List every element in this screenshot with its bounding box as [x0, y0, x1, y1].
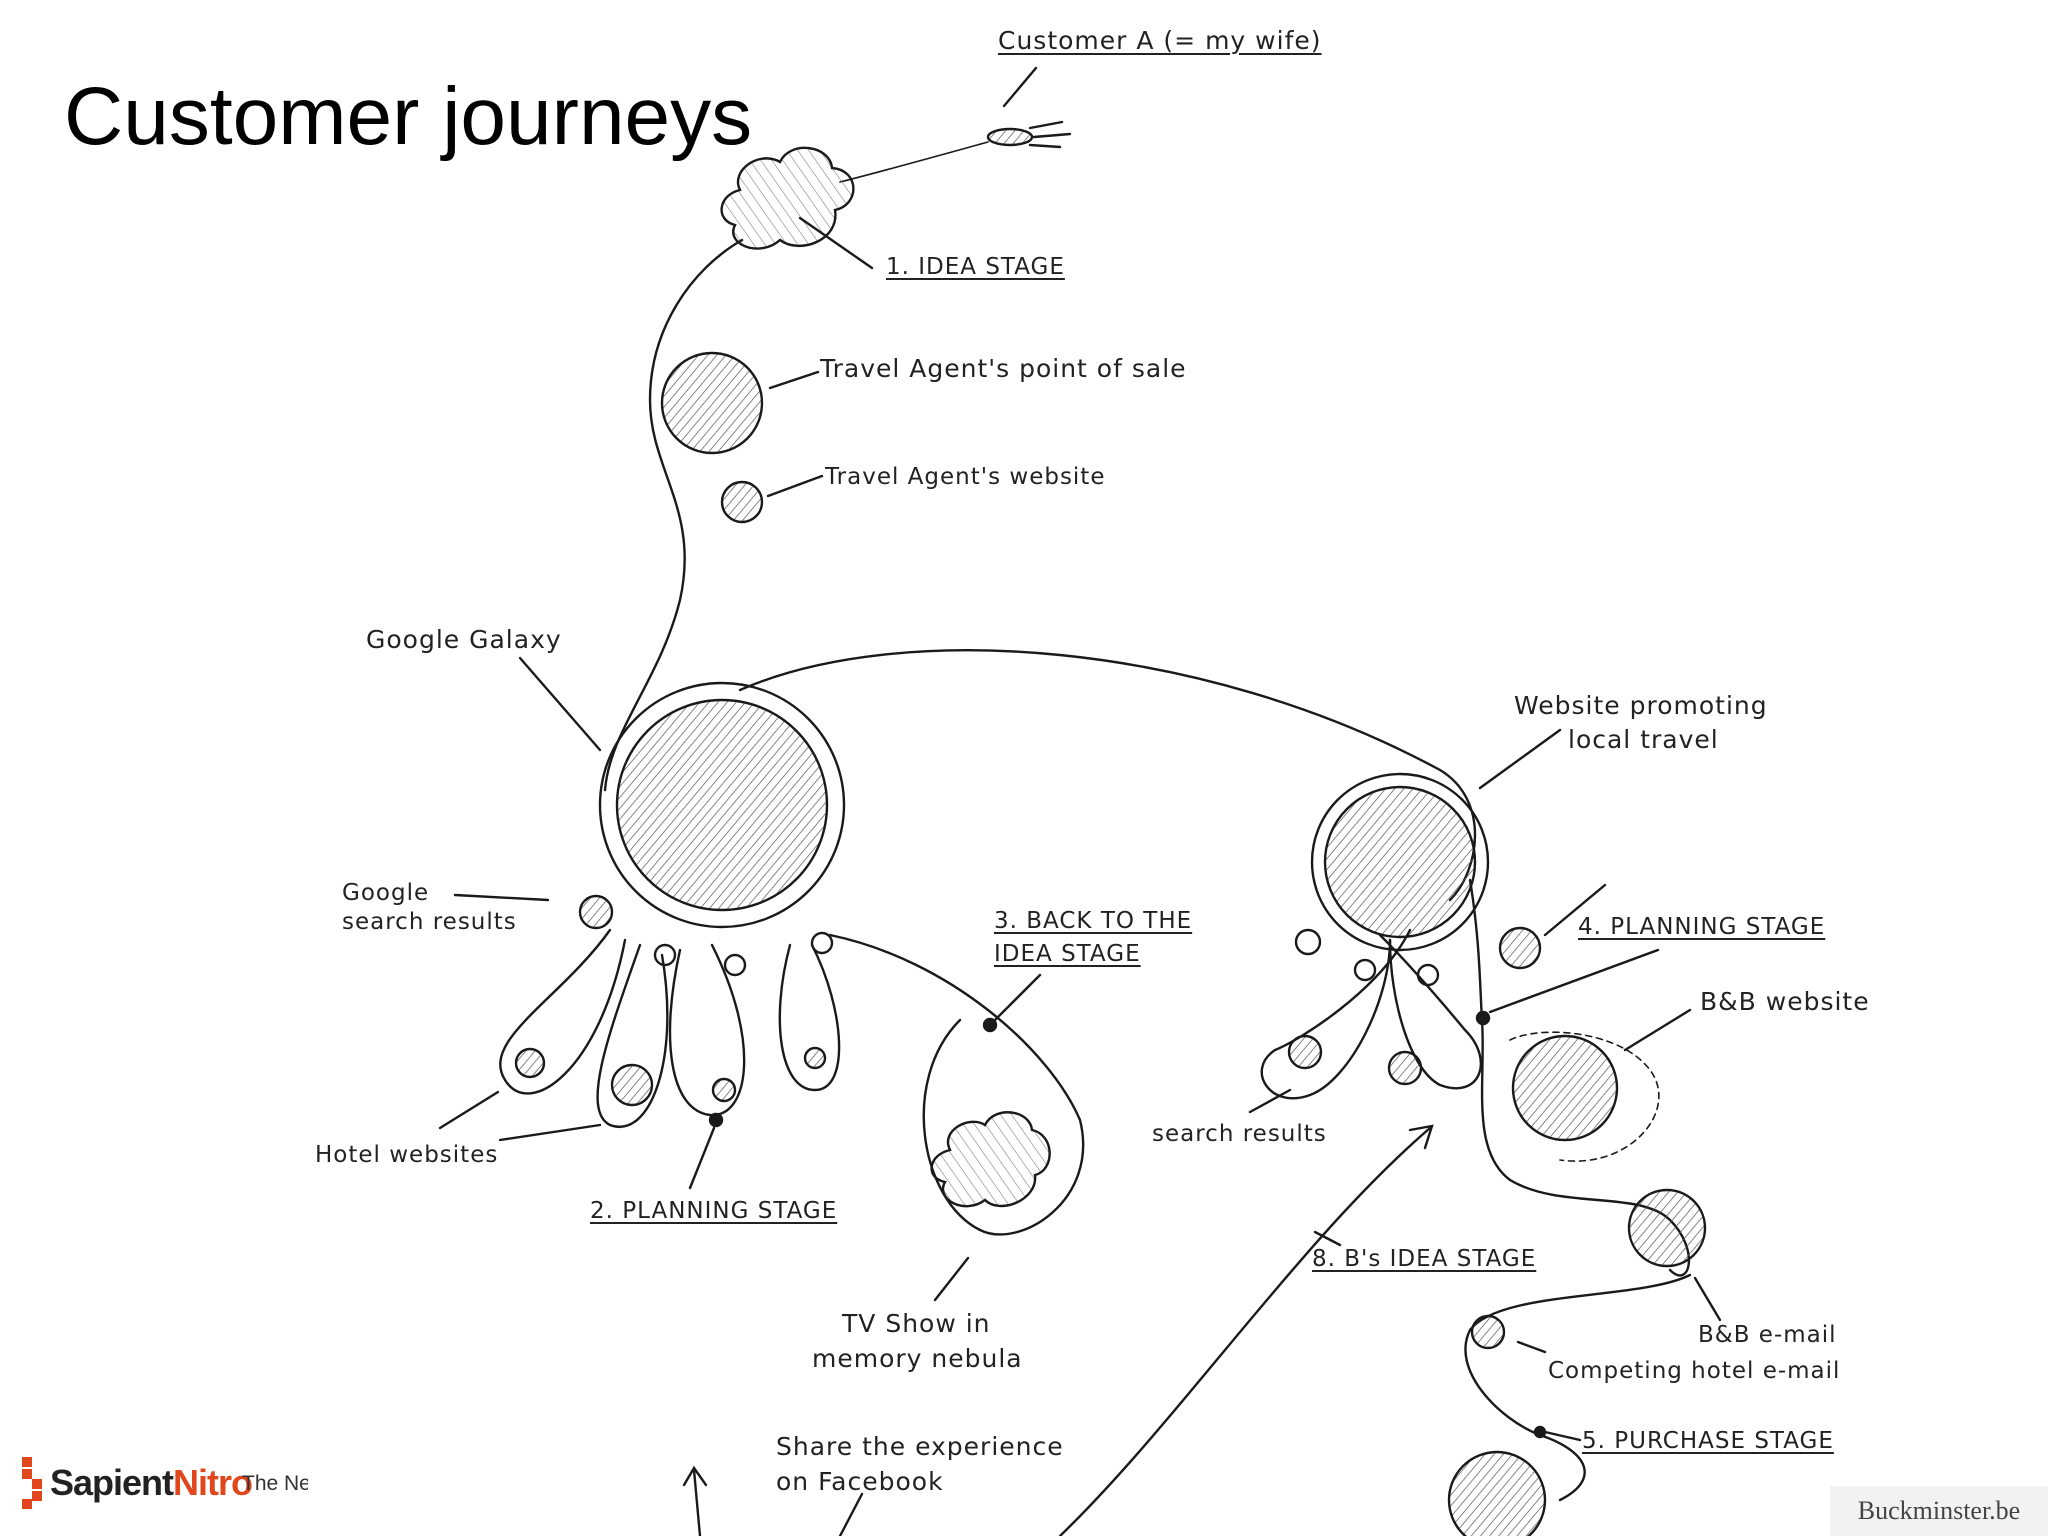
- label-travel-agent-web: Travel Agent's website: [825, 464, 1106, 490]
- label-google-search-2: search results: [342, 909, 517, 935]
- idea-cloud: [720, 146, 855, 250]
- label-share-1: Share the experience: [776, 1432, 1064, 1461]
- image-credit: Buckminster.be: [1830, 1486, 2048, 1536]
- label-back-to-idea-1: 3. BACK TO THE: [994, 908, 1193, 934]
- label-idea-stage: 1. IDEA STAGE: [886, 254, 1065, 280]
- footer-tagline: The Ne: [242, 1472, 308, 1495]
- label-planning-stage-2: 2. PLANNING STAGE: [590, 1198, 838, 1224]
- sapientnitro-logo: SapientNitro: [20, 1455, 253, 1511]
- label-tv-show-1: TV Show in: [842, 1309, 991, 1338]
- label-purchase-stage: 5. PURCHASE STAGE: [1582, 1428, 1834, 1454]
- label-travel-agent-pos: Travel Agent's point of sale: [820, 354, 1187, 383]
- rocket-icon: [986, 120, 1072, 149]
- label-back-to-idea-2: IDEA STAGE: [994, 941, 1141, 967]
- logo-text-sapient: Sapient: [50, 1462, 174, 1503]
- label-hotel-websites: Hotel websites: [315, 1142, 499, 1168]
- label-website-promoting-2: local travel: [1568, 725, 1719, 754]
- label-customer-a: Customer A (= my wife): [998, 26, 1322, 55]
- label-competing-email: Competing hotel e-mail: [1548, 1358, 1841, 1384]
- label-website-promoting-1: Website promoting: [1514, 691, 1768, 720]
- label-bb-website: B&B website: [1700, 987, 1870, 1016]
- slide-title: Customer journeys: [64, 71, 753, 162]
- label-google-galaxy: Google Galaxy: [366, 625, 562, 654]
- logo-mark-icon: [20, 1455, 44, 1511]
- label-bb-email: B&B e-mail: [1698, 1322, 1837, 1348]
- label-search-results: search results: [1152, 1121, 1327, 1147]
- label-share-2: on Facebook: [776, 1467, 944, 1496]
- label-google-search-1: Google: [342, 880, 430, 906]
- label-bs-idea-stage: 8. B's IDEA STAGE: [1312, 1246, 1537, 1272]
- label-tv-show-2: memory nebula: [812, 1344, 1023, 1373]
- label-planning-stage-4: 4. PLANNING STAGE: [1578, 914, 1826, 940]
- logo-text-nitro: Nitro: [173, 1462, 253, 1503]
